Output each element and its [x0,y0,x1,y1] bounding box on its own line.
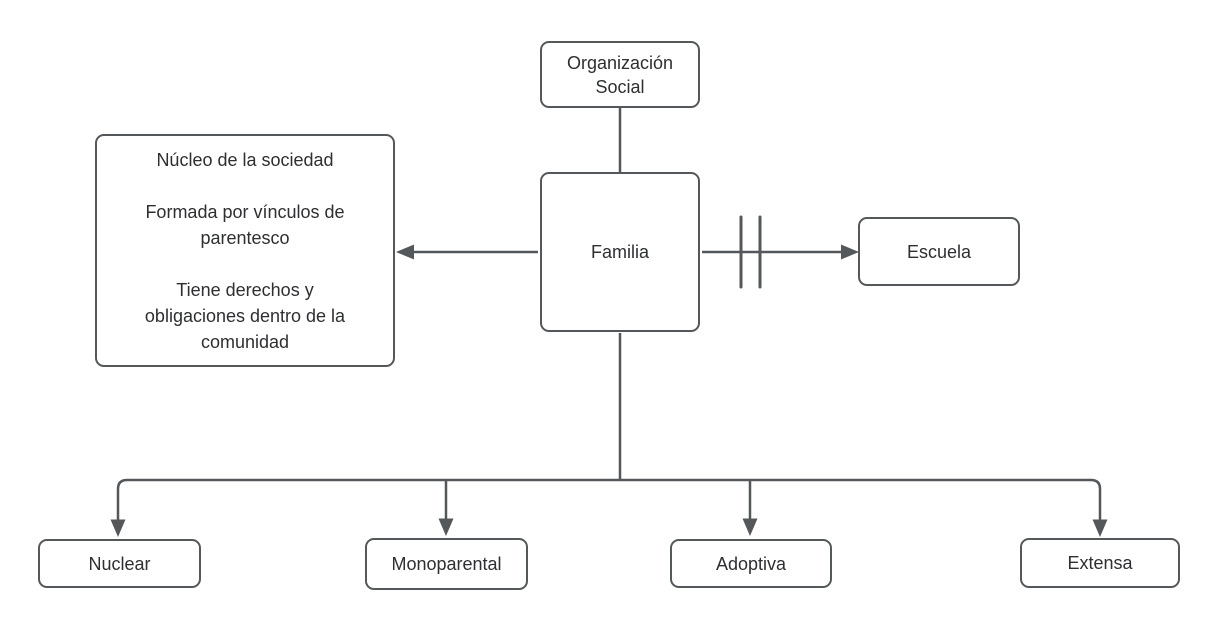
connector-familia-escuela [702,215,859,289]
familia-description-line-3: Tiene derechos y obligaciones dentro de … [144,279,346,352]
node-monoparental: Monoparental [365,538,528,590]
arrowhead-down-adoptiva-icon [742,518,758,536]
node-familia-label: Familia [590,242,649,262]
node-organizacion-social-label: Organización Social [566,52,674,97]
node-nuclear-label: Nuclear [88,553,151,574]
node-adoptiva: Adoptiva [670,539,832,588]
node-escuela-label: Escuela [906,241,972,262]
node-nuclear: Nuclear [38,539,201,588]
arrowhead-left-icon [396,244,414,260]
node-familia: Familia [540,172,700,332]
node-familia-description: Núcleo de la sociedad Formada por víncul… [95,134,395,367]
familia-description-line-2: Formada por vínculos de parentesco [145,201,345,248]
arrowhead-right-icon [841,244,859,260]
node-adoptiva-label: Adoptiva [715,553,787,574]
arrowhead-down-nuclear-icon [110,519,126,537]
connector-familia-types [110,333,1108,537]
arrowhead-down-extensa-icon [1092,519,1108,537]
node-monoparental-label: Monoparental [391,554,502,574]
node-escuela: Escuela [858,217,1020,286]
node-organizacion-social: Organización Social [540,41,700,108]
node-extensa-label: Extensa [1067,553,1133,573]
node-extensa: Extensa [1020,538,1180,588]
double-bar-marks-icon [739,215,762,289]
familia-description-line-1: Núcleo de la sociedad [156,149,334,170]
arrowhead-down-monoparental-icon [438,518,454,536]
connector-familia-description [396,244,538,260]
